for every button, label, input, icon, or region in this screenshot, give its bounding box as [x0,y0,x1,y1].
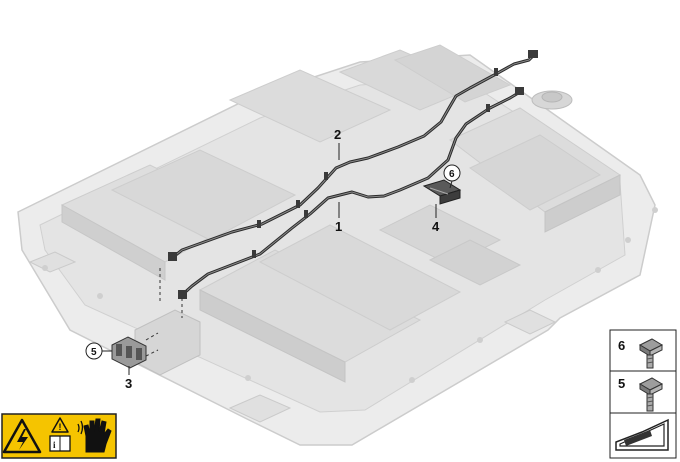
bolt-icon [638,338,664,369]
cable-harness-2 [168,50,538,261]
battery-tray [17,44,658,446]
svg-text:i: i [53,440,56,450]
legend-item-5: 5 [618,376,664,412]
read-manual-icon: ! i [49,417,71,452]
callout-5: 5 [85,342,112,360]
callout-4: 4 [432,204,440,234]
connector-part-3 [111,332,159,369]
wedge-ramp-icon [615,418,669,451]
callout-1: 1 [335,202,342,234]
svg-text:1: 1 [335,219,342,234]
legend-panel: 6 5 [609,329,677,459]
svg-text:4: 4 [432,219,440,234]
cable-harness-1 [178,87,524,299]
svg-text:5: 5 [91,347,97,358]
protective-gloves-icon [77,418,112,453]
callout-6: 6 [443,164,461,189]
callout-2: 2 [334,127,341,160]
svg-text:3: 3 [125,376,132,391]
bracket-part-4 [422,179,462,205]
svg-text:6: 6 [618,338,625,353]
callout-3: 3 [125,366,132,391]
high-voltage-warning-icon [2,418,42,454]
legend-item-6: 6 [618,338,664,369]
svg-text:5: 5 [618,376,625,391]
svg-text:6: 6 [449,169,455,180]
svg-text:2: 2 [334,127,341,142]
warning-panel: ! i [1,413,117,459]
bolt-icon [638,377,664,412]
svg-text:!: ! [59,422,62,432]
